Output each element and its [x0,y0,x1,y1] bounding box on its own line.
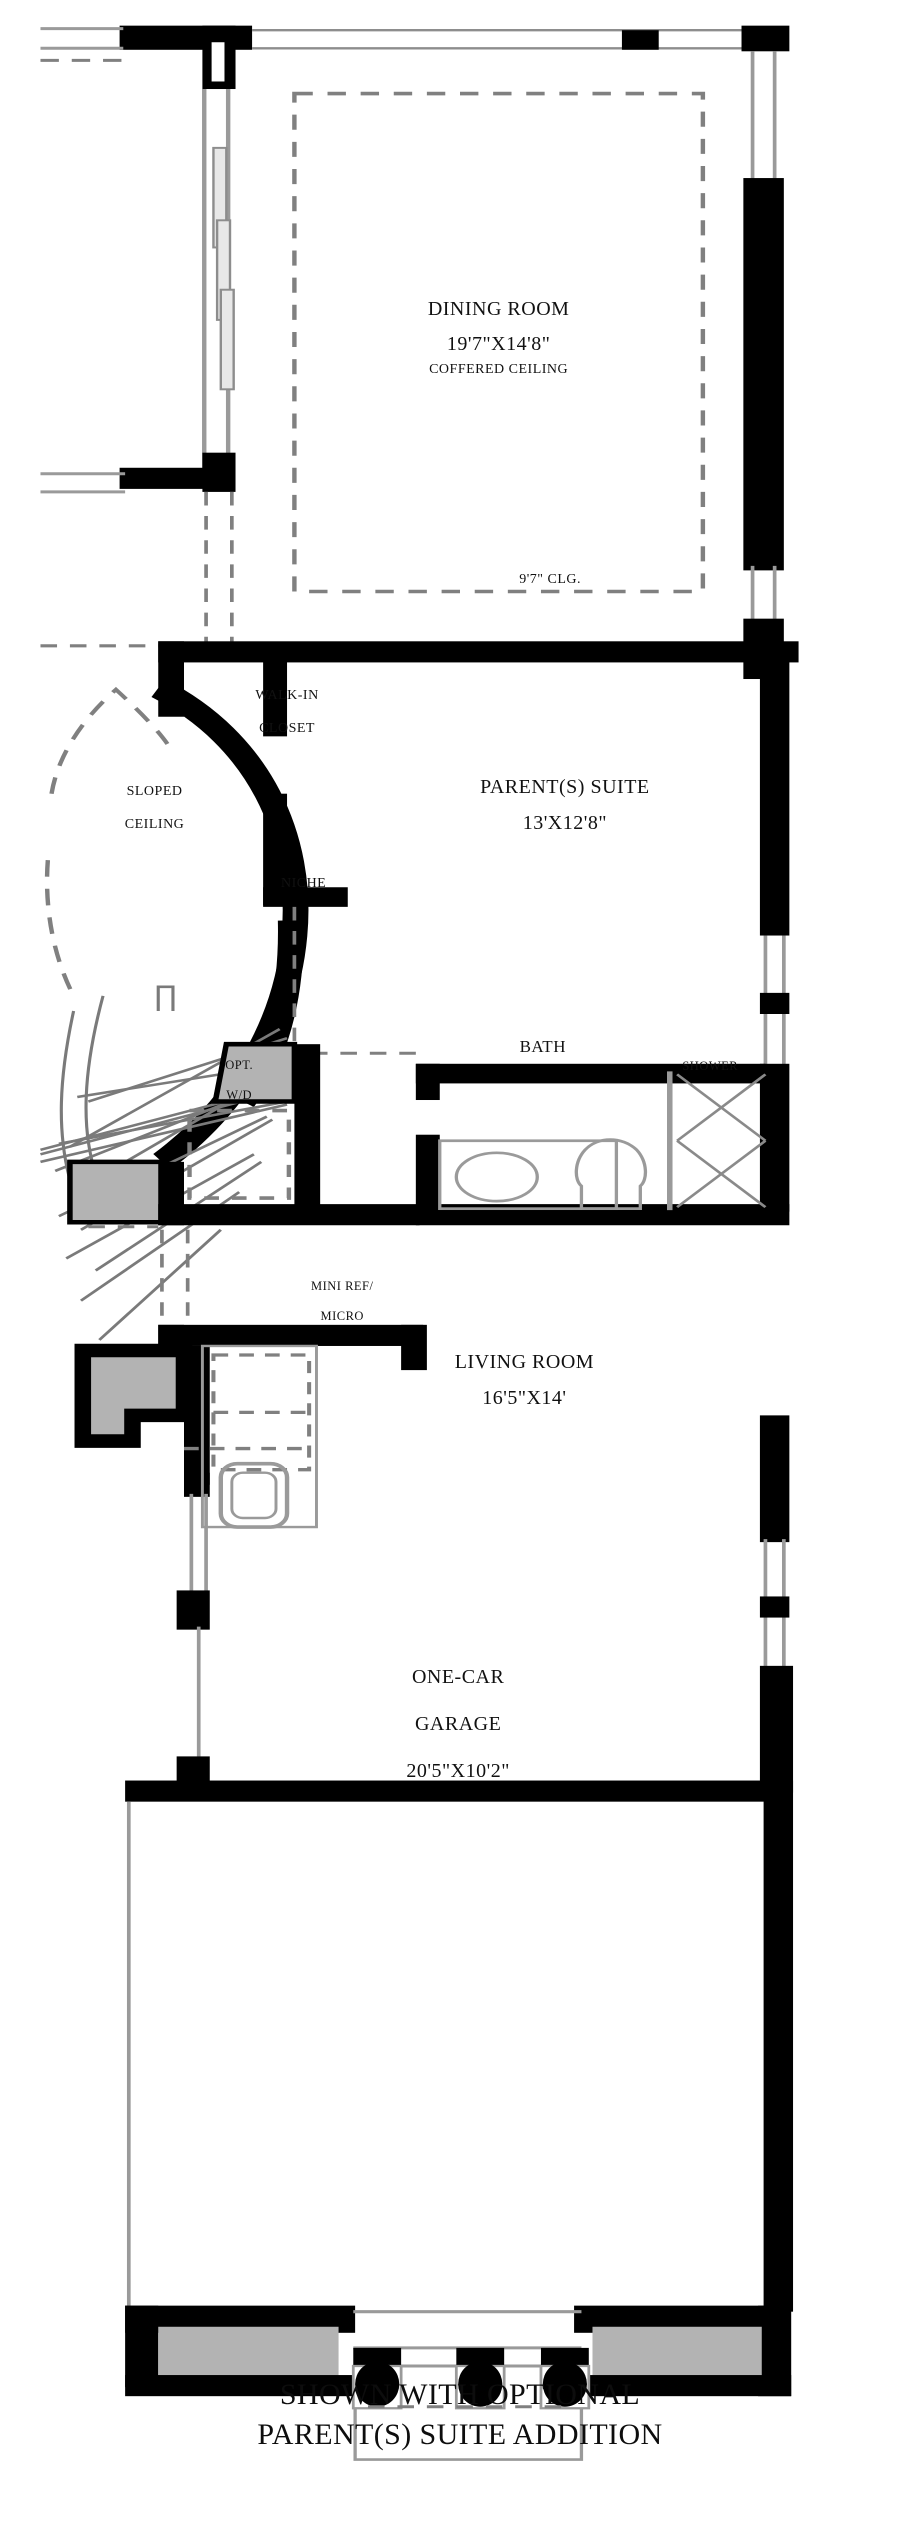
garage-column-icon [458,2361,503,2407]
plan-caption: SHOWN WITH OPTIONAL PARENT(S) SUITE ADDI… [0,2375,920,2454]
garage-column-icon [355,2361,400,2407]
opt-wd-area [88,1044,420,1321]
caption-line-2: PARENT(S) SUITE ADDITION [257,2417,663,2451]
parents-suite-walls [40,641,790,1341]
opt-wd-dashed-box [187,1108,292,1200]
garage-walls [125,1780,794,2461]
caption-line-1: SHOWN WITH OPTIONAL [279,2378,641,2411]
kitchenette-sink-icon [218,1461,290,1529]
garage-column-icon [542,2361,587,2407]
dining-bottom-wall [158,641,799,663]
coffered-ceiling-outline [292,91,706,594]
living-room-walls [74,1324,794,1793]
sink-icon [454,1151,539,1203]
bath-walls [415,1063,790,1226]
vanity-counter [438,1139,619,1211]
toilet-icon [574,1138,648,1211]
